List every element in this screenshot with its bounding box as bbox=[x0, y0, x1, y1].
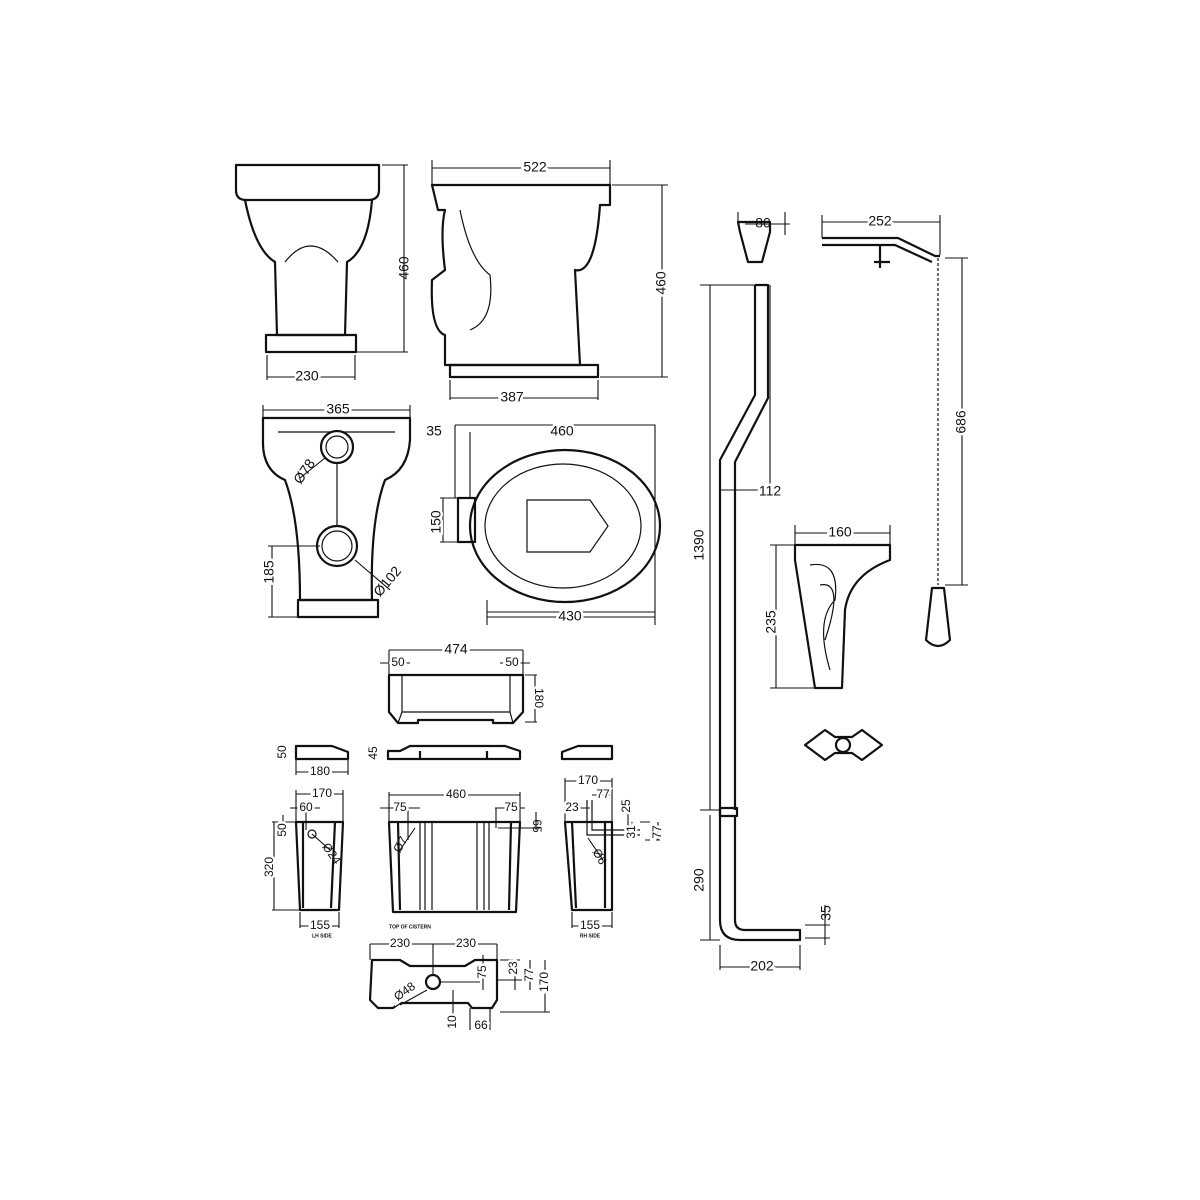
dim-label: 31 bbox=[624, 825, 638, 839]
dim-label: 430 bbox=[558, 608, 582, 624]
dim-label: 230 bbox=[390, 936, 410, 950]
dim-label: 80 bbox=[755, 215, 771, 231]
dim-label: 155 bbox=[580, 918, 600, 932]
cistern-lh-side: 170 60 50 320 Ø24 155 LH SIDE bbox=[260, 784, 344, 940]
dim-label: 155 bbox=[310, 918, 330, 932]
cistern-front: 460 75 75 65 Ø7 TOP OF CISTERN bbox=[380, 785, 544, 930]
dim-label: 25 bbox=[619, 799, 633, 813]
dim-label: 460 bbox=[550, 423, 574, 439]
dim-label: 230 bbox=[295, 368, 319, 384]
cistern-top-plan: 230 230 75 23 77 170 Ø48 10 66 bbox=[368, 934, 554, 1035]
dim-label: 365 bbox=[326, 401, 350, 417]
dim-label: 170 bbox=[537, 972, 551, 992]
dim-label: 77 bbox=[596, 787, 610, 801]
dim-label: 180 bbox=[310, 764, 330, 778]
dim-label: 65 bbox=[530, 819, 544, 833]
dim-label: 252 bbox=[868, 213, 892, 229]
dim-label: 35 bbox=[426, 423, 442, 439]
dim-label: Ø48 bbox=[391, 979, 418, 1004]
dim-label: 66 bbox=[474, 1018, 488, 1032]
dim-label: 235 bbox=[763, 610, 779, 634]
pan-front-view: 460 230 bbox=[234, 163, 412, 386]
dim-label: 230 bbox=[456, 936, 476, 950]
dim-label: 75 bbox=[475, 965, 489, 979]
dim-label: 1390 bbox=[691, 529, 707, 560]
dim-label: 23 bbox=[565, 800, 579, 814]
dim-label: 77 bbox=[650, 825, 664, 839]
dim-label: 180 bbox=[532, 688, 546, 708]
dim-label: 686 bbox=[953, 410, 969, 434]
dim-label: 75 bbox=[504, 800, 518, 814]
view-caption: TOP OF CISTERN bbox=[389, 924, 431, 930]
dim-label: 60 bbox=[299, 800, 313, 814]
cistern-rh-side: 170 77 23 25 31 77 Ø6 155 RH SIDE bbox=[563, 771, 667, 940]
dim-label: 75 bbox=[393, 800, 407, 814]
dim-label: 522 bbox=[523, 159, 547, 175]
flush-pipe: 80 112 1390 290 202 35 bbox=[688, 212, 834, 976]
dim-label: 460 bbox=[653, 271, 669, 295]
view-caption: RH SIDE bbox=[580, 933, 601, 939]
dim-label: 474 bbox=[444, 641, 468, 657]
dim-label: 460 bbox=[396, 256, 412, 280]
pan-top-view: 365 Ø78 Ø102 185 bbox=[258, 398, 412, 619]
dim-label: 387 bbox=[500, 389, 524, 405]
cistern-lid-elevations: 50 180 45 bbox=[273, 743, 614, 781]
view-caption: LH SIDE bbox=[312, 933, 332, 939]
dim-label: 290 bbox=[691, 868, 707, 892]
cistern-bracket: 160 235 bbox=[760, 521, 892, 762]
dim-label: 202 bbox=[750, 958, 774, 974]
pan-side-view: 522 460 387 bbox=[430, 156, 671, 407]
dim-label: 320 bbox=[262, 857, 276, 877]
dim-label: 45 bbox=[366, 746, 380, 760]
dim-label: 77 bbox=[522, 968, 536, 982]
dim-label: 50 bbox=[275, 745, 289, 759]
dim-label: 170 bbox=[312, 786, 332, 800]
dim-label: 50 bbox=[505, 655, 519, 669]
dim-label: 35 bbox=[818, 905, 834, 921]
dim-label: 23 bbox=[506, 961, 520, 975]
dim-label: Ø78 bbox=[290, 456, 318, 487]
seat-top-view: 35 460 150 430 bbox=[425, 420, 662, 626]
dim-label: 170 bbox=[578, 773, 598, 787]
lever-and-chain: 252 686 bbox=[821, 210, 971, 648]
dim-label: 460 bbox=[446, 787, 466, 801]
dim-label: 50 bbox=[391, 655, 405, 669]
dim-label: 150 bbox=[428, 510, 444, 534]
dim-label: 112 bbox=[759, 483, 782, 499]
cistern-lid-plan: 474 50 50 180 bbox=[380, 638, 548, 725]
dim-label: Ø6 bbox=[590, 846, 610, 867]
dim-label: 50 bbox=[275, 823, 289, 837]
dim-label: 160 bbox=[828, 524, 852, 540]
dim-label: Ø102 bbox=[370, 563, 404, 600]
dim-label: 185 bbox=[261, 560, 277, 584]
dim-label: 10 bbox=[445, 1015, 459, 1029]
